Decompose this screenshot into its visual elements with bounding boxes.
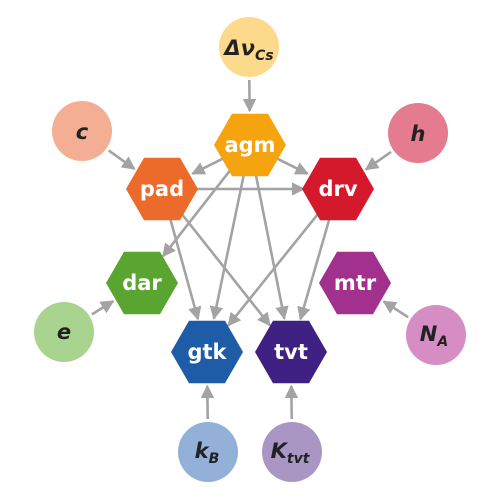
hexagon-gtk: [171, 320, 243, 384]
edge-c-to-pad: [107, 149, 136, 171]
node-dar-label: dar: [122, 271, 162, 295]
constant-kB-circle: [178, 422, 238, 482]
constant-c-label: c: [76, 120, 89, 144]
constant-NA-circle: [406, 305, 466, 365]
constant-NA-subscript: A: [436, 334, 448, 350]
hexagon-tvt: [255, 320, 327, 384]
edge-agm-to-tvt: [254, 174, 289, 320]
constant-e-symbol: e: [57, 320, 71, 344]
node-drv-label: drv: [318, 177, 357, 201]
node-mtr-label: mtr: [334, 271, 377, 295]
edge-h-to-drv: [364, 150, 392, 171]
hexagon-agm: [214, 113, 286, 177]
constant-kB-subscript: B: [209, 451, 220, 467]
constant-h-label: h: [411, 122, 426, 146]
constant-kB-label: kB: [195, 439, 220, 467]
edges-layer: [91, 79, 409, 420]
edge-drv-to-tvt: [297, 217, 331, 321]
edge-agm-to-pad: [191, 157, 224, 175]
constant-h[interactable]: h: [388, 103, 448, 163]
edge-e-to-dar: [91, 299, 115, 316]
node-dar[interactable]: dar: [106, 251, 178, 315]
constant-NA-label: NA: [420, 322, 448, 350]
constant-Ktvt[interactable]: Ktvt: [262, 422, 322, 482]
node-gtk[interactable]: gtk: [171, 320, 243, 384]
node-tvt[interactable]: tvt: [255, 320, 327, 384]
node-mtr[interactable]: mtr: [319, 251, 391, 315]
constant-NA-symbol: N: [420, 322, 438, 346]
edge-NA-to-mtr: [382, 300, 409, 319]
hexagon-drv: [302, 157, 374, 221]
constant-h-circle: [388, 103, 448, 163]
hexagon-dar: [106, 251, 178, 315]
constant-e-circle: [34, 302, 94, 362]
hexagon-pad: [126, 157, 198, 221]
constant-dnu-label: ΔνCs: [222, 36, 273, 64]
edge-drv-to-gtk: [227, 211, 321, 327]
constant-Ktvt-label: Ktvt: [271, 439, 311, 467]
edge-pad-to-tvt: [179, 211, 271, 327]
constant-e[interactable]: e: [34, 302, 94, 362]
node-agm-label: agm: [224, 133, 275, 157]
edge-pad-to-gtk: [168, 217, 202, 321]
constant-dnu-subscript: Cs: [255, 48, 274, 64]
constant-e-label: e: [57, 320, 71, 344]
node-gtk-label: gtk: [187, 340, 227, 364]
node-drv[interactable]: drv: [302, 157, 374, 221]
constant-dnu-symbol: Δν: [222, 36, 255, 60]
constant-h-symbol: h: [411, 122, 426, 146]
node-tvt-label: tvt: [274, 340, 308, 364]
constant-kB[interactable]: kB: [178, 422, 238, 482]
constant-kB-symbol: k: [195, 439, 211, 463]
constant-NA[interactable]: NA: [406, 305, 466, 365]
edge-agm-to-drv: [276, 157, 309, 175]
constant-dnu[interactable]: ΔνCs: [219, 17, 279, 77]
edge-agm-to-gtk: [209, 174, 246, 321]
constant-dnu-circle: [219, 17, 279, 77]
constant-Ktvt-circle: [262, 422, 322, 482]
hexagon-mtr: [319, 251, 391, 315]
constant-Ktvt-symbol: K: [271, 439, 289, 463]
edge-agm-to-dar: [161, 167, 233, 258]
constant-c-circle: [52, 101, 112, 161]
node-pad[interactable]: pad: [126, 157, 198, 221]
node-agm[interactable]: agm: [214, 113, 286, 177]
constant-Ktvt-subscript: tvt: [287, 451, 311, 467]
constant-c-symbol: c: [76, 120, 89, 144]
constant-c[interactable]: c: [52, 101, 112, 161]
node-pad-label: pad: [140, 177, 184, 201]
